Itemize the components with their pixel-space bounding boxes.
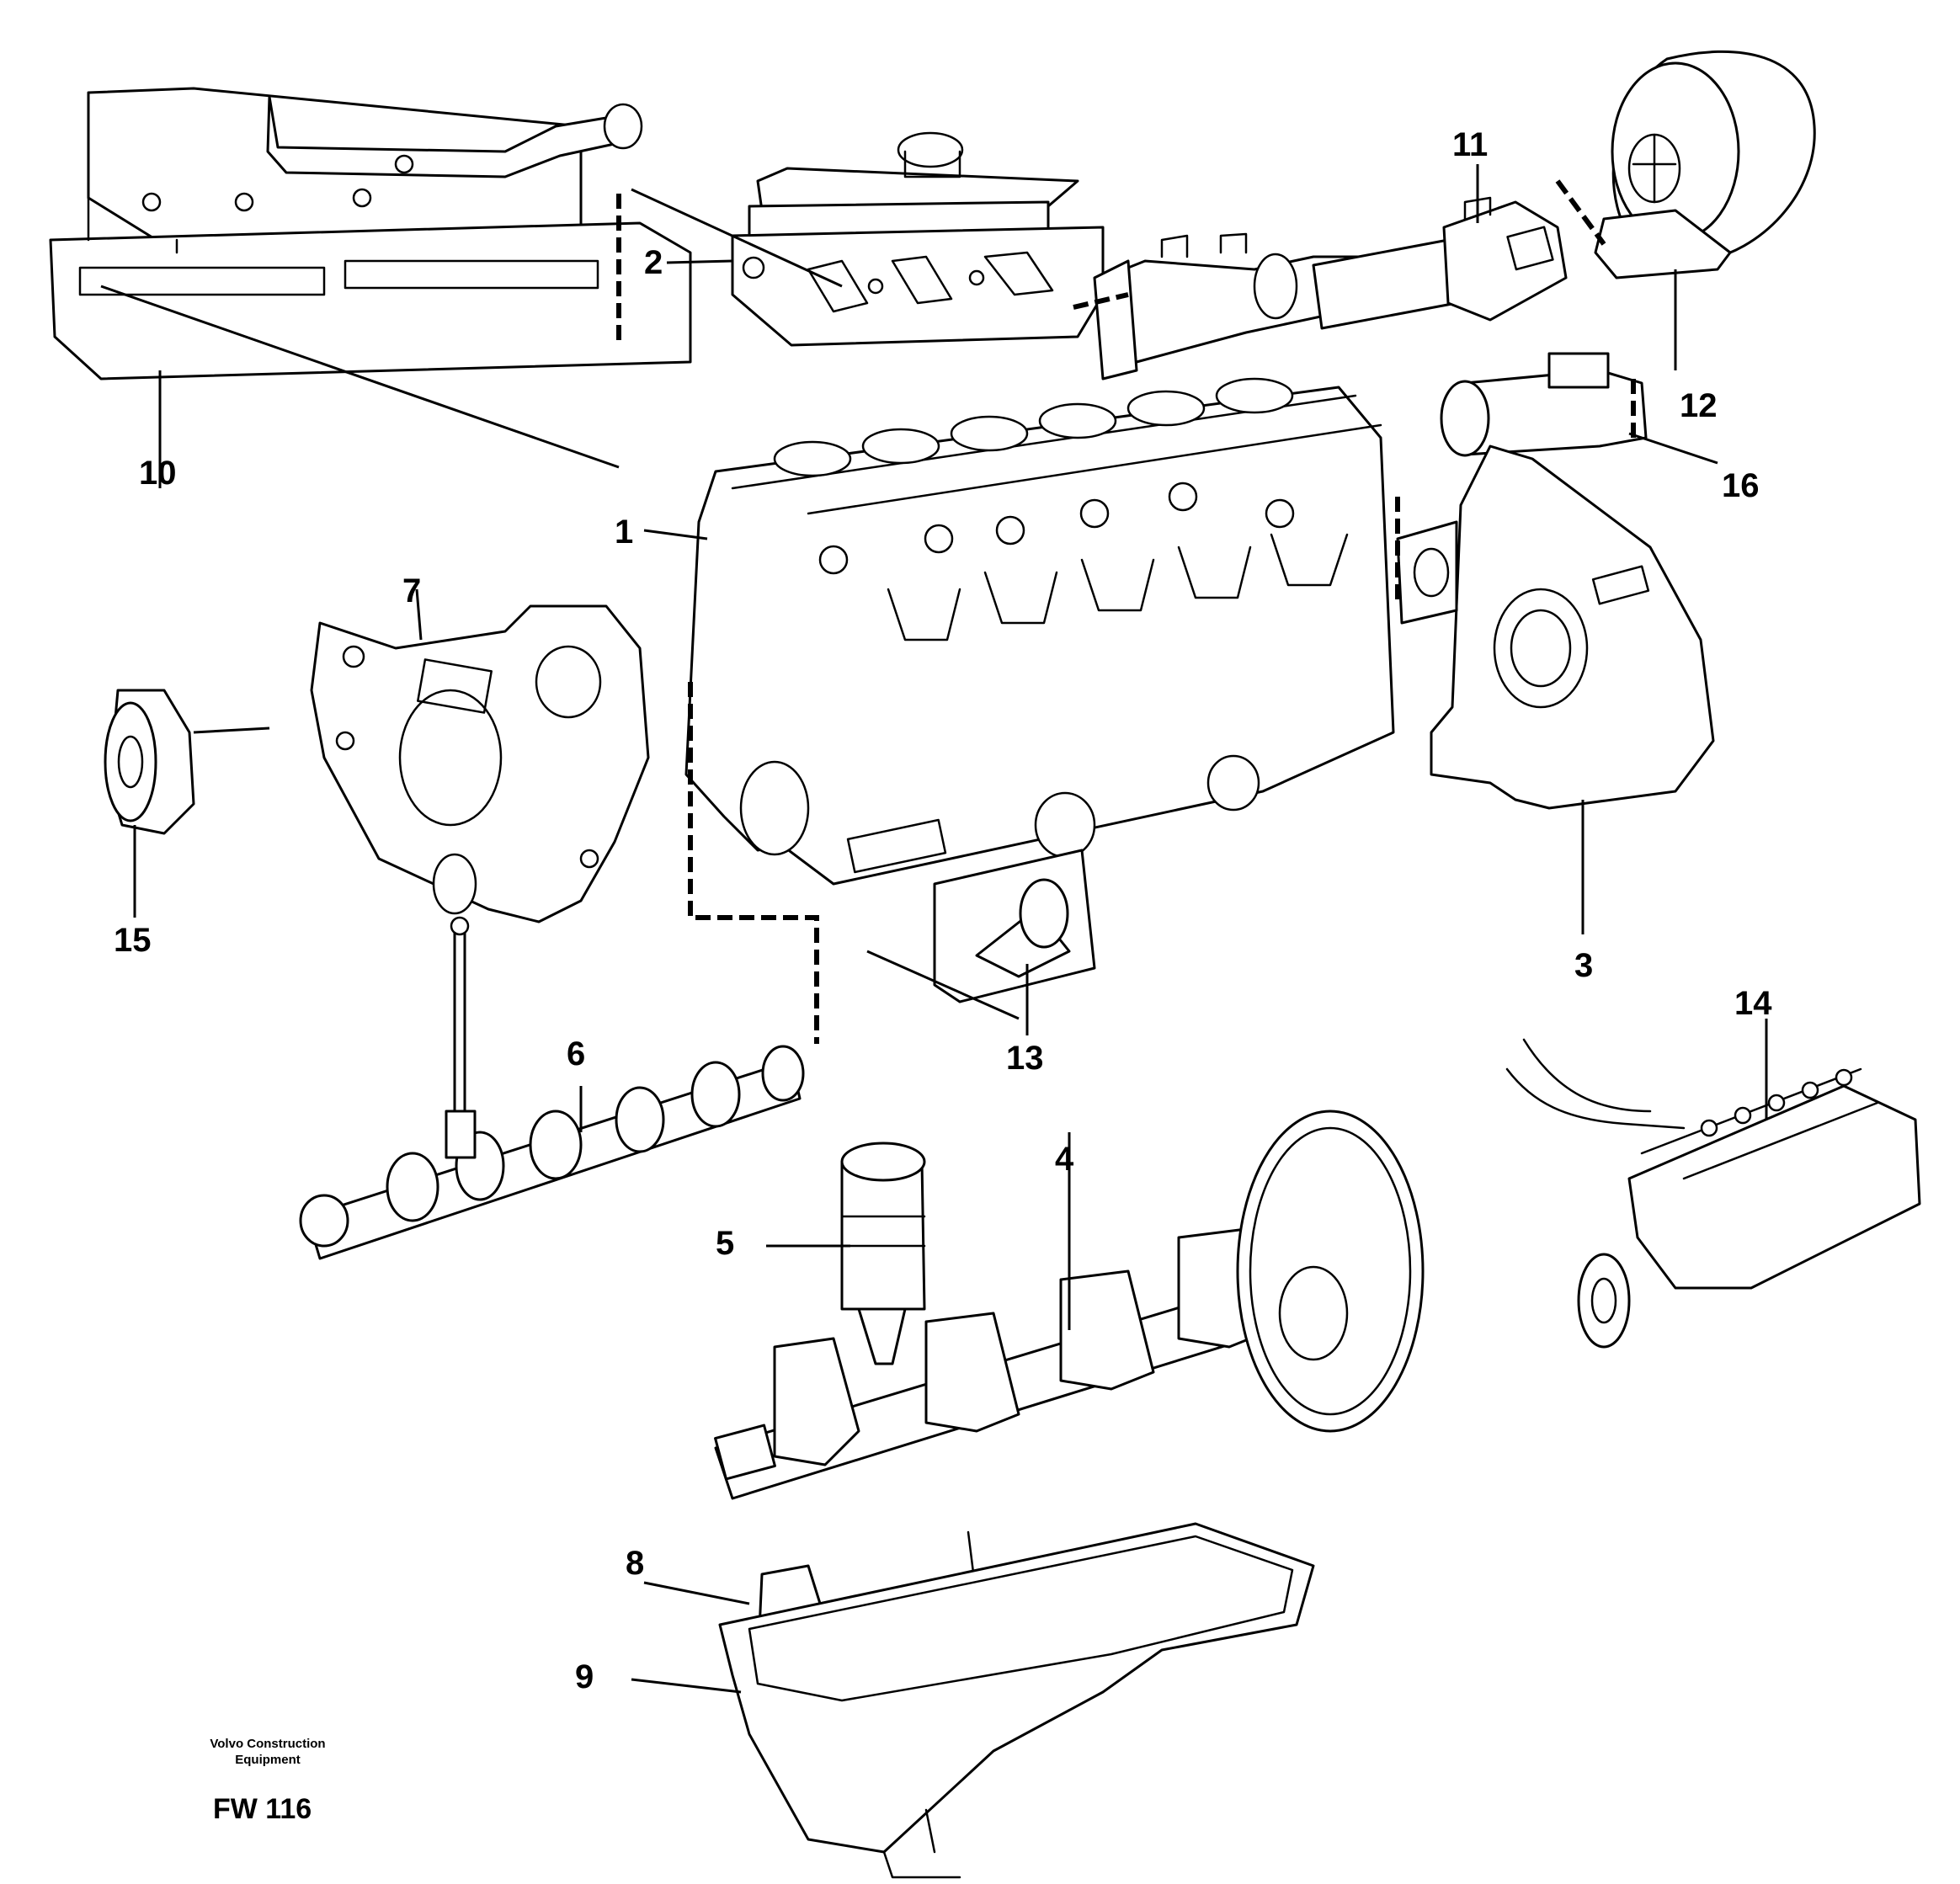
callout-5: 5 xyxy=(716,1225,734,1262)
callout-3: 3 xyxy=(1574,947,1593,984)
company-line-1: Volvo Construction xyxy=(210,1737,325,1751)
callout-11: 11 xyxy=(1452,126,1488,163)
part-6-camshaft xyxy=(299,916,805,1260)
part-1-engine-block xyxy=(684,377,1395,886)
part-13-mount-bracket xyxy=(933,849,1096,1003)
part-2-cylinder-head xyxy=(731,131,1105,347)
callout-6: 6 xyxy=(567,1035,585,1072)
footer: Volvo Construction Equipment FW 116 xyxy=(210,1737,325,1825)
callout-1: 1 xyxy=(615,514,633,551)
callout-2: 2 xyxy=(644,244,663,281)
company-line-2: Equipment xyxy=(235,1753,301,1767)
leader-lines xyxy=(100,164,1768,1694)
callout-7: 7 xyxy=(402,572,421,609)
callout-16: 16 xyxy=(1722,467,1760,504)
part-7-timing-cover xyxy=(310,604,650,923)
callout-4: 4 xyxy=(1055,1141,1074,1178)
callout-10: 10 xyxy=(139,455,177,492)
figure-code: FW 116 xyxy=(213,1793,312,1825)
part-10-manifold xyxy=(49,87,692,381)
callout-9: 9 xyxy=(575,1658,594,1695)
callout-labels: 1 2 3 4 5 6 7 8 9 10 11 12 13 14 15 16 xyxy=(114,126,1772,1695)
alignment-lines xyxy=(616,179,1636,1044)
part-14-injection-pump xyxy=(1505,1038,1921,1349)
callout-8: 8 xyxy=(626,1545,644,1582)
part-5-piston xyxy=(840,1142,926,1365)
callout-15: 15 xyxy=(114,922,152,959)
part-12-turbocharger xyxy=(1594,50,1816,279)
part-15-pump-housing xyxy=(104,689,195,835)
callout-14: 14 xyxy=(1734,985,1772,1022)
part-3-flywheel-housing xyxy=(1396,444,1715,810)
part-9-oil-sump xyxy=(718,1522,1315,1879)
part-4-crankshaft xyxy=(714,1110,1425,1500)
part-16-starter-motor xyxy=(1440,352,1648,457)
part-11-exhaust-manifold xyxy=(1093,196,1568,381)
callout-13: 13 xyxy=(1006,1040,1044,1077)
callout-12: 12 xyxy=(1680,387,1718,424)
